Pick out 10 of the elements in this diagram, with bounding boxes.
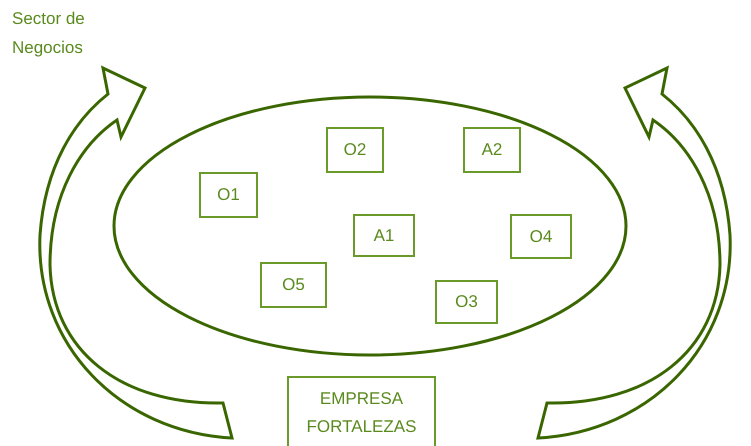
text-box: EMPRESA FORTALEZAS (287, 376, 436, 446)
text-box: A1 (353, 214, 415, 257)
text-box: A2 (463, 127, 521, 173)
text-box: O4 (510, 214, 572, 259)
text-box: O2 (326, 127, 384, 173)
sector-label: Sector de Negocios (12, 8, 86, 59)
ellipse-shape (112, 95, 628, 357)
text-box: O1 (199, 172, 258, 218)
text-box: O5 (260, 262, 327, 308)
text-box: O3 (435, 280, 498, 324)
